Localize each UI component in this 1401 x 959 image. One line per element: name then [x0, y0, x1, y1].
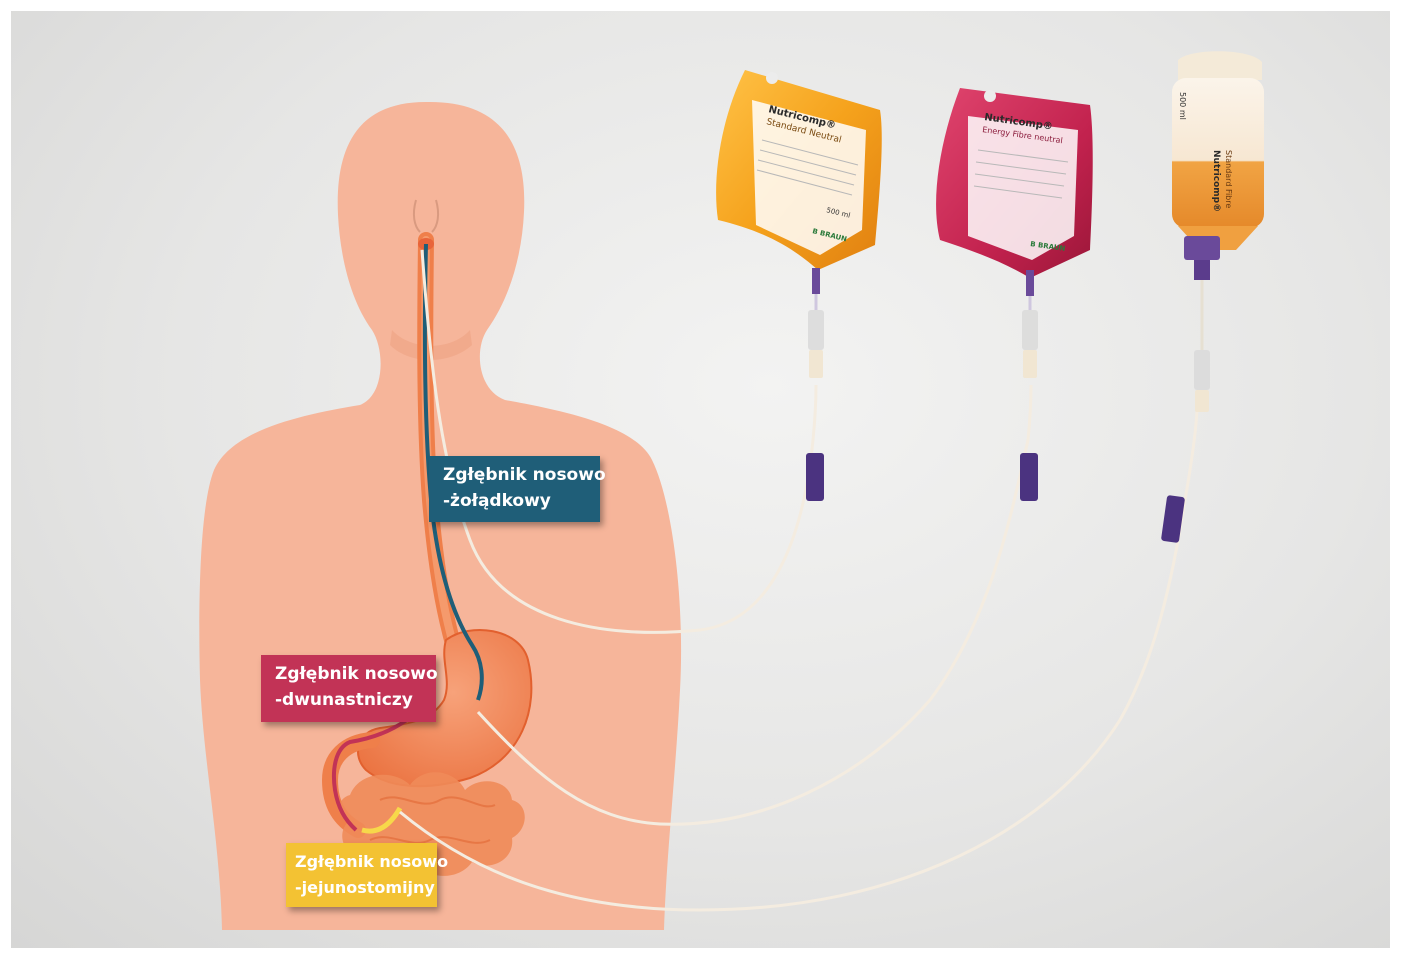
drip-set-3	[1161, 236, 1220, 543]
bottle-variant: Standard Fibre	[1224, 150, 1233, 208]
feeding-bottle: Nutricomp® Standard Fibre 500 ml	[1172, 51, 1264, 250]
bottle-volume: 500 ml	[1178, 92, 1187, 120]
label-nasoduodenal-line2: -dwunastniczy	[275, 687, 422, 713]
bottle-brand: Nutricomp®	[1211, 150, 1221, 212]
feeding-bag-crimson: Nutricomp® Energy Fibre neutral B BRAUN	[936, 88, 1093, 278]
label-nasojejunal-tube: Zgłębnik nosowo -jejunostomijny	[286, 843, 437, 907]
label-nasogastric-line2: -żołądkowy	[443, 488, 586, 514]
label-nasogastric-tube: Zgłębnik nosowo -żołądkowy	[429, 456, 600, 522]
label-nasoduodenal-tube: Zgłębnik nosowo -dwunastniczy	[261, 655, 436, 722]
drip-set-1	[806, 268, 824, 501]
feeding-bag-orange: Nutricomp® Standard Neutral 500 ml B BRA…	[716, 70, 882, 270]
drip-set-2	[1020, 270, 1038, 501]
label-nasoduodenal-line1: Zgłębnik nosowo	[275, 661, 422, 687]
label-nasojejunal-line1: Zgłębnik nosowo	[295, 849, 428, 875]
label-nasogastric-line1: Zgłębnik nosowo	[443, 462, 586, 488]
label-nasojejunal-line2: -jejunostomijny	[295, 875, 428, 901]
